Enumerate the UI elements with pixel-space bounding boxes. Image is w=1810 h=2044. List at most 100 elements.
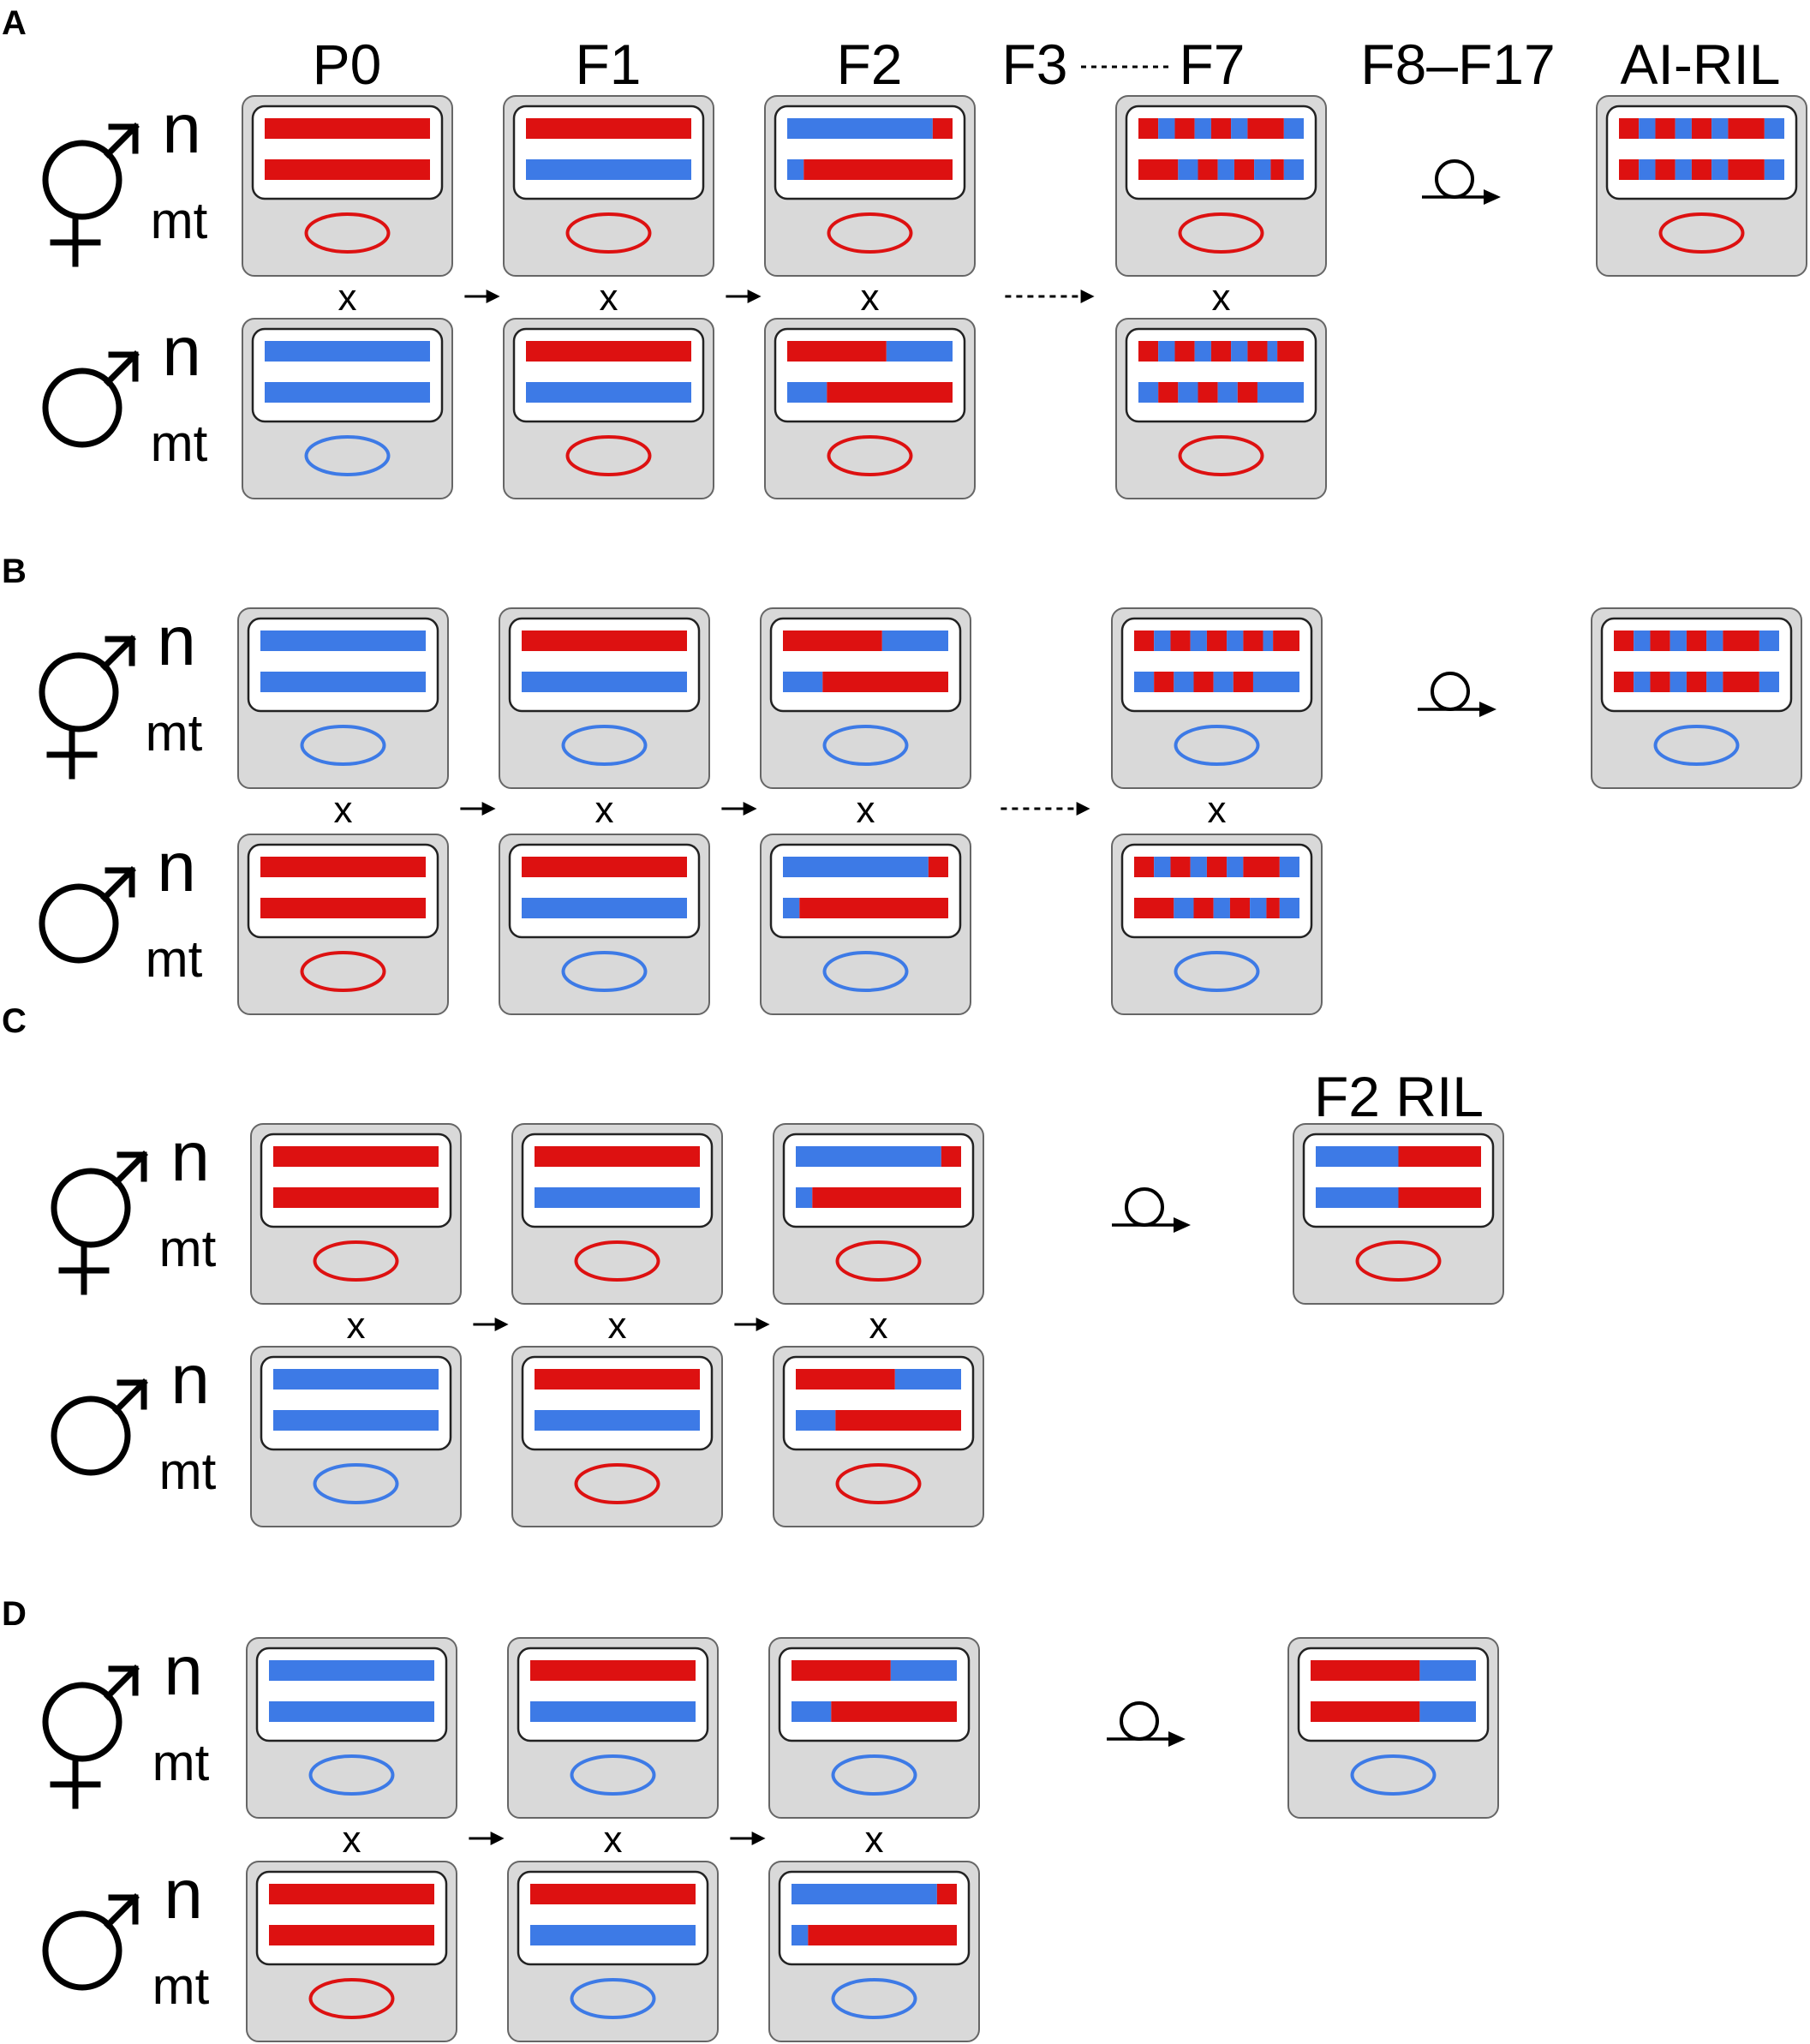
mitochondria-ring bbox=[300, 725, 386, 766]
chromosome-segment bbox=[1619, 159, 1640, 180]
arrow-right-icon bbox=[721, 802, 757, 816]
chromosome-segment bbox=[1178, 159, 1198, 180]
chromosome-segment bbox=[1266, 898, 1280, 918]
chromosome-segment bbox=[535, 1369, 700, 1390]
chromosome-segment bbox=[894, 1369, 961, 1390]
panel-d-herm-cell-2 bbox=[768, 1637, 980, 1819]
chromosome-segment bbox=[1231, 118, 1248, 139]
chromosome-segment bbox=[1311, 1660, 1420, 1681]
panel-d-herm-cell-0 bbox=[246, 1637, 457, 1819]
chromosome-segment bbox=[530, 1701, 696, 1722]
chromosome-segment bbox=[792, 1884, 937, 1904]
arrow-right-icon bbox=[726, 290, 762, 303]
mitochondria-ring bbox=[304, 212, 391, 254]
mitochondria-ring bbox=[561, 951, 648, 992]
chromosome-segment bbox=[1194, 341, 1211, 362]
chromosome-segment bbox=[1217, 382, 1238, 403]
panel-d-male-cell-2 bbox=[768, 1861, 980, 2042]
mitochondria-ring bbox=[835, 1463, 922, 1504]
chromosome-segment bbox=[1213, 672, 1234, 692]
chromosome-segment bbox=[1675, 159, 1692, 180]
panel-d-male-cell-0 bbox=[246, 1861, 457, 2042]
chromosome-segment bbox=[522, 672, 687, 692]
chromosome-segment bbox=[530, 1925, 696, 1945]
chromosome-segment bbox=[1263, 631, 1274, 651]
chromosome-segment bbox=[522, 898, 687, 918]
hermaphrodite-symbol-icon bbox=[51, 1150, 148, 1295]
panel-c-herm-cell-3 bbox=[1293, 1123, 1504, 1305]
cross-symbol: x bbox=[857, 789, 875, 831]
chromosome-segment bbox=[803, 159, 953, 180]
chromosome-segment bbox=[1723, 672, 1759, 692]
chromosome-segment bbox=[1711, 159, 1729, 180]
chromosome-segment bbox=[1316, 1187, 1399, 1208]
chromosome-segment bbox=[1158, 382, 1179, 403]
chromosome-segment bbox=[1723, 631, 1759, 651]
chromosome-segment bbox=[1279, 898, 1299, 918]
chromosome-segment bbox=[1279, 857, 1299, 877]
cross-symbol: x bbox=[869, 1305, 888, 1347]
chromosome-segment bbox=[1634, 631, 1651, 651]
chromosome-segment bbox=[265, 118, 430, 139]
chromosome-segment bbox=[787, 341, 887, 362]
panel-b-male-cell-3 bbox=[1111, 834, 1323, 1015]
panel-c-male-cell-1 bbox=[511, 1346, 723, 1527]
arrow-right-icon bbox=[734, 1318, 770, 1331]
chromosome-segment bbox=[1764, 118, 1784, 139]
nuclear-genome-label: n bbox=[164, 1632, 203, 1710]
mitochondrial-genome-label: mt bbox=[159, 1443, 217, 1500]
chromosome-segment bbox=[1277, 341, 1304, 362]
chromosome-segment bbox=[831, 1701, 957, 1722]
panel-a-male-cell-1 bbox=[503, 318, 714, 499]
mitochondria-ring bbox=[827, 212, 913, 254]
chromosome-segment bbox=[535, 1187, 700, 1208]
mitochondria-ring bbox=[1653, 725, 1740, 766]
chromosome-segment bbox=[783, 631, 882, 651]
chromosome-segment bbox=[1234, 159, 1255, 180]
mitochondria-ring bbox=[574, 1240, 660, 1282]
male-symbol-icon bbox=[42, 1893, 140, 1991]
chromosome-segment bbox=[1193, 672, 1214, 692]
chromosome-segment bbox=[522, 631, 687, 651]
chromosome-segment bbox=[269, 1701, 434, 1722]
panel-c-male-cell-2 bbox=[773, 1346, 984, 1527]
chromosome-segment bbox=[526, 118, 691, 139]
mitochondrial-genome-label: mt bbox=[146, 930, 203, 988]
chromosome-segment bbox=[1210, 341, 1232, 362]
chromosome-segment bbox=[1316, 1146, 1399, 1167]
panel-a-herm-cell-2 bbox=[764, 95, 976, 277]
chromosome-segment bbox=[1650, 672, 1670, 692]
chromosome-segment bbox=[1227, 857, 1244, 877]
chromosome-segment bbox=[1217, 159, 1234, 180]
chromosome-segment bbox=[1229, 898, 1251, 918]
chromosome-segment bbox=[1283, 118, 1304, 139]
mitochondria-ring bbox=[1178, 212, 1264, 254]
chromosome-segment bbox=[1154, 672, 1174, 692]
chromosome-segment bbox=[1158, 118, 1175, 139]
mitochondria-ring bbox=[1355, 1240, 1442, 1282]
chromosome-segment bbox=[1670, 631, 1687, 651]
panel-d-herm-cell-3 bbox=[1287, 1637, 1499, 1819]
dashed-arrow-right-icon bbox=[1005, 290, 1095, 303]
cross-symbol: x bbox=[604, 1819, 623, 1861]
chromosome-segment bbox=[1174, 118, 1195, 139]
mitochondria-ring bbox=[1350, 1754, 1437, 1796]
chromosome-segment bbox=[1190, 857, 1207, 877]
mitochondria-ring bbox=[827, 435, 913, 476]
cross-symbol: x bbox=[1212, 277, 1231, 319]
chromosome-segment bbox=[1759, 672, 1779, 692]
chromosome-segment bbox=[530, 1660, 696, 1681]
chromosome-segment bbox=[796, 1369, 895, 1390]
mitochondrial-genome-label: mt bbox=[151, 192, 208, 249]
chromosome-segment bbox=[1178, 382, 1198, 403]
mitochondria-ring bbox=[570, 1754, 656, 1796]
chromosome-segment bbox=[1634, 672, 1651, 692]
arrow-right-icon bbox=[464, 290, 500, 303]
panel-a-male-cell-0 bbox=[242, 318, 453, 499]
chromosome-segment bbox=[1614, 672, 1634, 692]
chromosome-segment bbox=[265, 341, 430, 362]
mitochondria-ring bbox=[565, 435, 652, 476]
chromosome-segment bbox=[1154, 857, 1171, 877]
chromosome-segment bbox=[1138, 118, 1159, 139]
mitochondria-ring bbox=[1658, 212, 1745, 254]
